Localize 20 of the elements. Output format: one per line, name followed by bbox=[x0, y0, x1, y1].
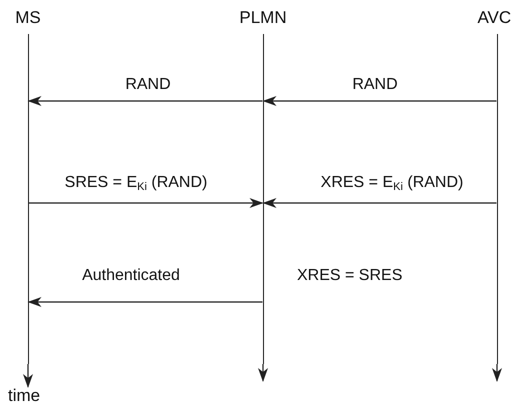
arrow bbox=[28, 297, 262, 307]
note-text: XRES = SRES bbox=[297, 266, 402, 286]
arrow bbox=[262, 198, 496, 208]
participant-label: MS bbox=[15, 8, 41, 28]
edge-label: XRES = E$_{Ki}$ (RAND) bbox=[320, 173, 464, 193]
arrow bbox=[28, 198, 264, 208]
edge-label: RAND bbox=[125, 75, 171, 95]
edge-label: RAND bbox=[352, 75, 398, 95]
participant-label: AVC bbox=[477, 8, 512, 28]
lifeline bbox=[496, 34, 498, 364]
arrow bbox=[492, 364, 502, 382]
participant-label: PLMN bbox=[239, 8, 287, 28]
arrow bbox=[258, 364, 268, 382]
axis-label: time bbox=[8, 386, 40, 406]
edge-label: SRES = E$_{Ki}$ (RAND) bbox=[64, 173, 208, 193]
edge-label: Authenticated bbox=[82, 266, 180, 286]
arrow bbox=[28, 96, 262, 106]
lifeline bbox=[262, 34, 264, 364]
arrow bbox=[262, 96, 496, 106]
arrow bbox=[23, 364, 33, 388]
